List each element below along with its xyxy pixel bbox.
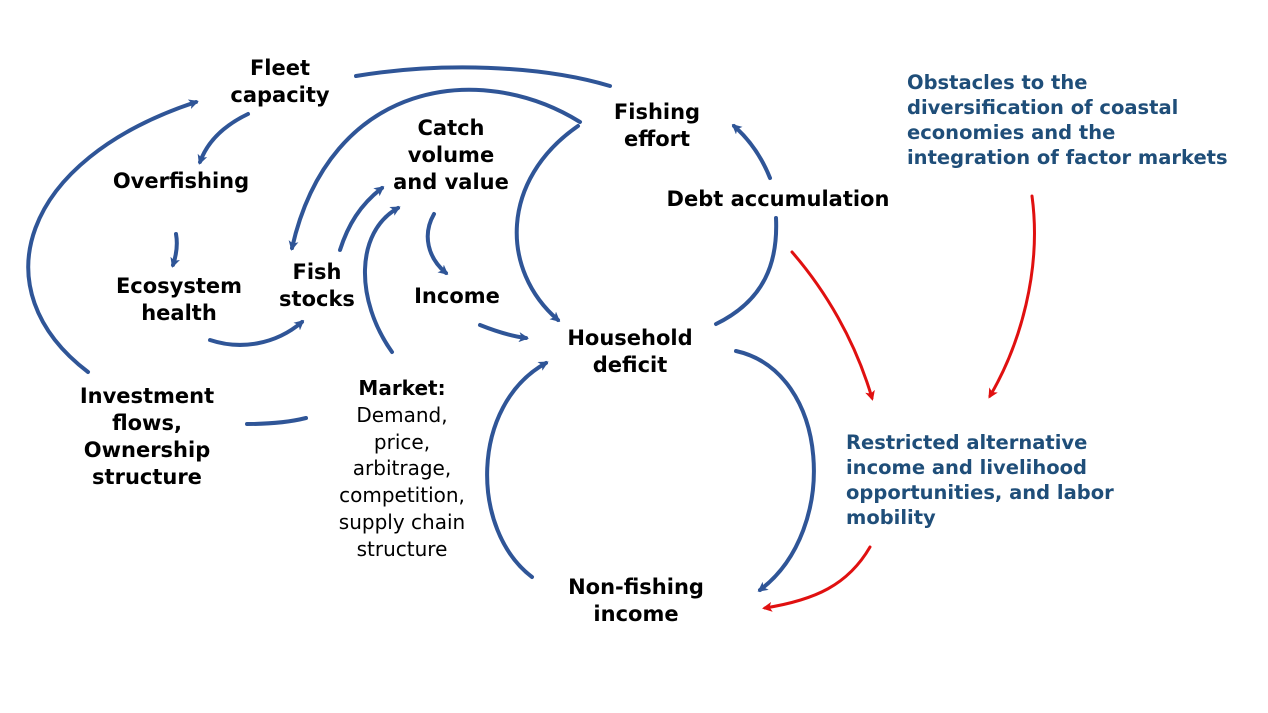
note-obstacles: Obstacles to the diversification of coas… [907,70,1228,170]
node-overfishing: Overfishing [96,168,266,195]
arrow-deficit-to-nonfishing [734,349,816,592]
arrow-ecosystem-to-fishstocks [208,320,305,347]
node-market-line-4: competition, [339,483,465,508]
node-fleet-capacity: Fleet capacity [215,55,345,109]
note-obstacles-line-2: diversification of coastal [907,96,1179,119]
node-fish-stocks-line-1: Fish [292,260,342,284]
node-catch-line-1: Catch [417,116,485,140]
node-fleet-capacity-line-2: capacity [230,83,330,107]
node-market-line-2: price, [373,429,431,454]
node-household-deficit-line-1: Household [567,326,693,350]
note-restricted-line-1: Restricted alternative [846,431,1088,454]
arrow-market-to-catch [363,206,401,354]
arrow-restricted-to-nonfishing [762,545,872,612]
node-non-fishing-income: Non-fishing income [556,574,716,628]
node-fleet-capacity-line-1: Fleet [249,56,311,80]
note-restricted-line-3: opportunities, and labor [846,481,1114,504]
node-fishing-effort-line-2: effort [623,127,691,151]
note-restricted-line-4: mobility [846,506,936,529]
node-market-line-1: Demand, [356,402,448,427]
node-ecosystem-health: Ecosystem health [99,273,259,327]
arrow-investment-to-market [245,416,308,426]
node-market: Market: Demand, price, arbitrage, compet… [317,375,487,563]
arrow-nonfishing-to-deficit [485,361,549,579]
node-market-line-3: arbitrage, [352,456,452,481]
arrow-effort-to-fishstocks [288,87,582,251]
node-investment-line-2: flows, [112,411,182,435]
node-overfishing-line-1: Overfishing [112,169,250,193]
arrow-investment-to-fleet [26,99,199,374]
node-ecosystem-health-line-1: Ecosystem [115,274,243,298]
arrow-debt-to-restricted [790,250,875,401]
arrow-obstacles-to-restricted [988,194,1036,399]
note-obstacles-line-1: Obstacles to the [907,71,1088,94]
node-market-line-5: supply chain [338,509,466,534]
note-restricted-line-2: income and livelihood [846,456,1087,479]
node-debt-accumulation: Debt accumulation [650,186,906,213]
arrow-income-to-deficit [478,323,529,343]
node-non-fishing-line-2: income [593,602,679,626]
node-market-line-6: structure [356,536,448,561]
node-income: Income [402,283,512,310]
arrow-effort-to-deficit [514,124,580,322]
arrow-debt-to-effort [731,124,772,180]
node-household-deficit-line-2: deficit [592,353,668,377]
arrow-fleet-to-overfishing [197,112,250,165]
node-market-title: Market: [358,376,446,400]
note-obstacles-line-3: economies and the [907,121,1116,144]
node-investment-flows: Investment flows, Ownership structure [62,383,232,491]
node-ecosystem-health-line-2: health [141,301,217,325]
node-non-fishing-line-1: Non-fishing [568,575,704,599]
arrow-catch-to-income [425,212,449,275]
node-fishing-effort-line-1: Fishing [613,100,701,124]
node-investment-line-3: Ownership [83,438,211,462]
arrow-fishstocks-to-catch [338,186,385,252]
node-catch-line-3: and value [393,170,509,194]
node-fish-stocks: Fish stocks [262,259,372,313]
arrow-fleet-to-effort [354,65,612,88]
node-income-line-1: Income [414,284,500,308]
note-obstacles-line-4: integration of factor markets [907,146,1228,169]
node-debt-accumulation-line-1: Debt accumulation [666,187,890,211]
node-household-deficit: Household deficit [555,325,705,379]
arrow-overfishing-to-ecosystem [170,232,180,268]
node-catch-line-2: volume [407,143,495,167]
node-fishing-effort: Fishing effort [597,99,717,153]
node-catch-volume-value: Catch volume and value [381,115,521,196]
node-fish-stocks-line-2: stocks [279,287,355,311]
arrow-deficit-to-debt [714,216,779,326]
note-restricted: Restricted alternative income and liveli… [846,430,1114,530]
node-investment-line-4: structure [92,465,202,489]
node-investment-line-1: Investment [79,384,215,408]
